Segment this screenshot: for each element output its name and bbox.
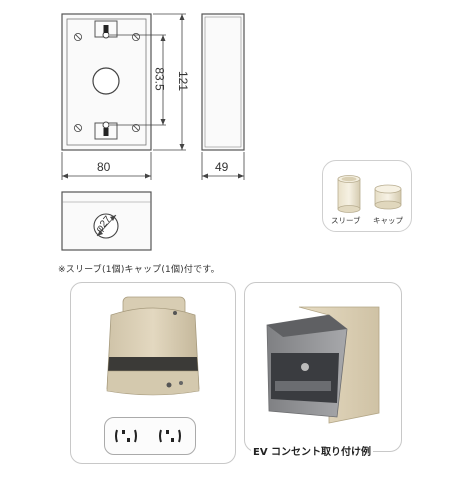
accessories-panel: スリーブ キャップ — [322, 160, 412, 232]
cap-icon — [374, 184, 402, 210]
front-view-drawing — [61, 13, 245, 251]
outlet-slots-icon — [115, 429, 181, 443]
sleeve-icon — [337, 175, 361, 213]
outlet-photo-panel — [70, 282, 236, 464]
inner-height-dimension-label: 83.5 — [152, 67, 167, 91]
ev-photo-panel: EV コンセント取り付け例 — [244, 282, 402, 458]
outer-height-dimension-label: 121 — [176, 70, 191, 92]
depth-dimension-label: 49 — [215, 160, 229, 174]
outlet-box-image — [106, 296, 200, 396]
included-items-note: ※スリーブ(1個)キャップ(1個)付です。 — [58, 265, 220, 275]
sleeve-label: スリーブ — [331, 216, 361, 225]
ev-outlet-image — [266, 306, 380, 424]
ev-caption: EV コンセント取り付け例 — [251, 443, 374, 458]
receptacle-face — [104, 417, 196, 455]
width-dimension-label: 80 — [97, 160, 111, 174]
cap-label: キャップ — [373, 216, 403, 225]
